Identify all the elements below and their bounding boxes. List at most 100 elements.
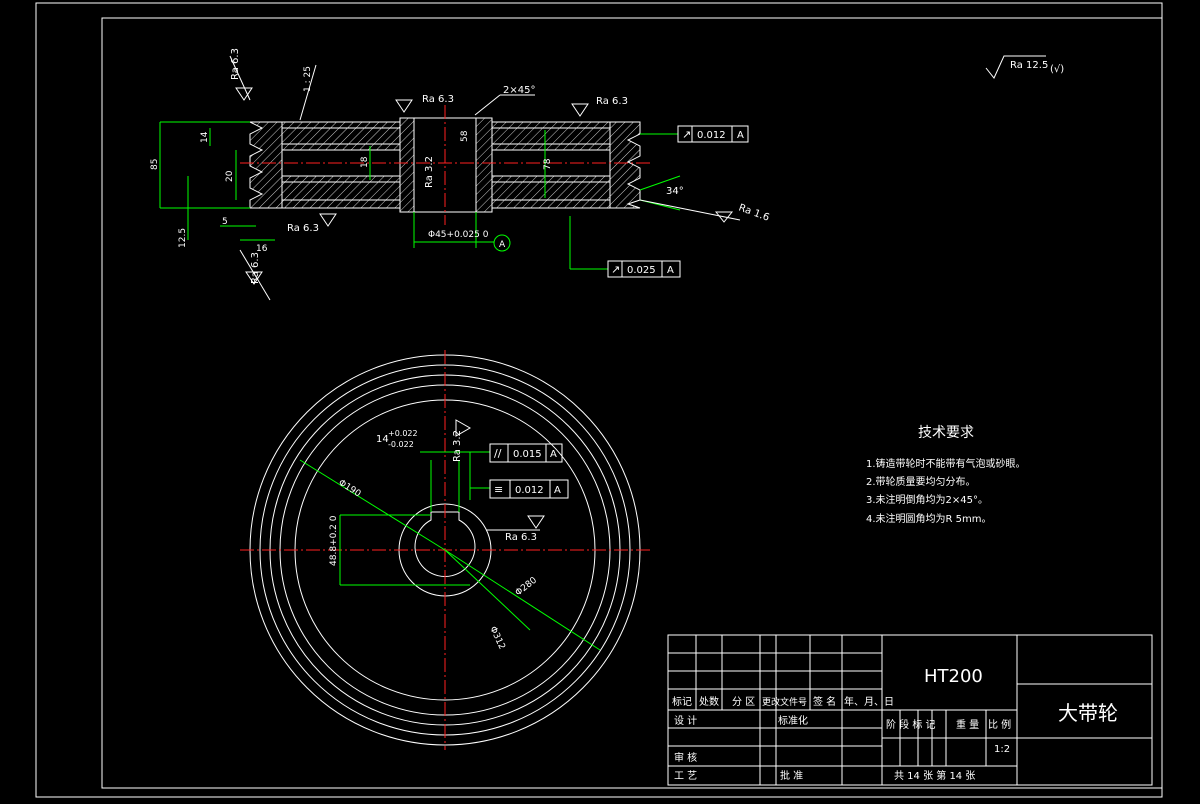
angle-line	[639, 175, 681, 191]
chamfer-label: 2×45°	[503, 85, 535, 96]
rim-right-hatch	[609, 121, 641, 209]
roughness-symbol	[235, 87, 253, 101]
dia-leader-312	[444, 549, 531, 631]
ra-label: Ra 6.3	[505, 532, 537, 543]
front-view: // 0.015 A ≡ 0.012 A 14 +0.022 -0.022 Ra…	[240, 350, 650, 750]
roughness-symbol	[527, 515, 545, 529]
tol-value: 0.015	[513, 449, 542, 460]
tolerance-frame-symmetry: ≡ 0.012 A	[489, 479, 569, 499]
ra-leader	[239, 249, 271, 301]
tolerance-frame-1: ↗ 0.012 A	[677, 125, 749, 143]
tol-datum: A	[667, 265, 674, 276]
ra-label: Ra 6.3	[596, 96, 628, 107]
hub-left-hatch	[399, 117, 415, 213]
dim-label: 78	[543, 158, 553, 170]
tech-req-title: 技术要求	[918, 425, 974, 441]
roughness-symbol	[714, 211, 734, 223]
dim-label: 85	[150, 159, 160, 170]
ra-label: Ra 6.3	[422, 94, 454, 105]
roughness-value: Ra 12.5	[1010, 60, 1048, 71]
bore-dim-label: Φ45+0.025 0	[428, 230, 489, 240]
ra-label: Ra 3.2	[452, 430, 463, 462]
chamfer-leader	[474, 94, 501, 116]
angle-label: 34°	[666, 186, 684, 197]
taper-leader	[299, 64, 317, 121]
keyway-depth-label: 48.8+0.2 0	[329, 515, 339, 566]
header-cell: 处数	[699, 695, 719, 708]
svg-text:≡: ≡	[494, 483, 503, 496]
part-name: 大带轮	[1058, 701, 1118, 725]
keyway-tol-upper: +0.022	[388, 429, 418, 438]
tolerance-frame-parallel: // 0.015 A	[489, 443, 563, 463]
roughness-symbol	[571, 103, 589, 117]
design-label: 设 计	[674, 714, 697, 727]
roughness-symbol	[319, 213, 337, 227]
title-block: HT200 大带轮 标记 处数 分 区 更改文件号 签 名 年、月、日 设 计 …	[667, 634, 1153, 786]
web-upper-hatch	[281, 121, 401, 151]
dia-label: Φ312	[487, 625, 506, 651]
ra-label: Ra 6.3	[230, 48, 241, 80]
ra-label: Ra 1.6	[737, 202, 771, 223]
ra-label: Ra 6.3	[287, 223, 319, 234]
keyway-width-label: 14	[376, 434, 389, 445]
rim-left-hatch	[249, 121, 283, 209]
dia-label: Φ280	[514, 575, 539, 598]
header-cell: 年、月、日	[844, 695, 894, 708]
ra-leader	[229, 55, 251, 101]
material-label: HT200	[924, 666, 983, 687]
bore-keyway	[414, 511, 476, 577]
dim-label: 16	[256, 244, 268, 254]
svg-text://: //	[494, 447, 502, 460]
dia-leader-190	[299, 459, 446, 551]
header-cell: 更改文件号	[762, 696, 807, 708]
svg-text:↗: ↗	[682, 128, 691, 141]
standardize-label: 标准化	[778, 714, 808, 727]
recess-upper-right	[491, 127, 611, 145]
technical-requirements: 技术要求 1.铸造带轮时不能带有气泡或砂眼。 2.带轮质量要均匀分布。 3.未注…	[866, 425, 1026, 525]
dia-label: Φ190	[336, 478, 362, 499]
keyway-tol-lower: -0.022	[388, 440, 414, 449]
svg-text:↗: ↗	[611, 263, 620, 276]
recess-lower-left	[281, 181, 401, 201]
ra-label: Ra 3.2	[424, 156, 435, 188]
tech-req-item: 3.未注明倒角均为2×45°。	[866, 493, 988, 506]
datum-label: A	[499, 240, 506, 250]
ra-label: Ra 6.3	[250, 252, 261, 284]
roughness-paren: (√)	[1050, 64, 1064, 75]
roughness-symbol	[455, 419, 472, 437]
weight-label: 重 量	[956, 718, 979, 731]
approve-label: 批 准	[780, 769, 803, 782]
general-roughness: Ra 12.5 (√)	[985, 55, 1064, 79]
recess-lower-right	[491, 181, 611, 201]
sheet-border-inner	[101, 17, 1163, 789]
tol-datum: A	[550, 449, 557, 460]
section-view: ↗ 0.012 A ↗ 0.025 A Ra 6.3 1 : 25 Ra 6.3…	[150, 48, 771, 301]
web-lower-hatch	[281, 175, 401, 209]
sheets-label: 共 14 张 第 14 张	[894, 769, 975, 782]
tech-req-item: 2.带轮质量要均匀分布。	[866, 475, 976, 488]
header-cell: 标记	[672, 696, 692, 708]
dia-leader-280	[444, 549, 601, 651]
roughness-symbol	[245, 271, 263, 285]
tol-datum: A	[737, 130, 744, 141]
dim-label: 18	[360, 156, 370, 168]
tolerance-frame-2: ↗ 0.025 A	[607, 260, 681, 278]
recess-upper-left	[281, 127, 401, 145]
review-label: 审 核	[674, 751, 697, 764]
dim-label: 20	[225, 170, 235, 182]
dim-label: 12.5	[178, 228, 188, 248]
header-cell: 分 区	[732, 696, 755, 708]
taper-label: 1 : 25	[303, 66, 313, 92]
web-right-lower-hatch	[491, 175, 611, 209]
stage-mark-label: 阶 段 标 记	[886, 718, 936, 731]
tol-value: 0.025	[627, 265, 656, 276]
dim-label: 14	[200, 131, 210, 143]
dim-label: 58	[460, 130, 470, 142]
scale-label: 比 例	[988, 718, 1011, 731]
hub-right-hatch	[475, 117, 493, 213]
tol-value: 0.012	[697, 130, 726, 141]
tol-value: 0.012	[515, 485, 544, 496]
scale-value: 1:2	[994, 744, 1010, 755]
ra-leader	[639, 199, 741, 221]
